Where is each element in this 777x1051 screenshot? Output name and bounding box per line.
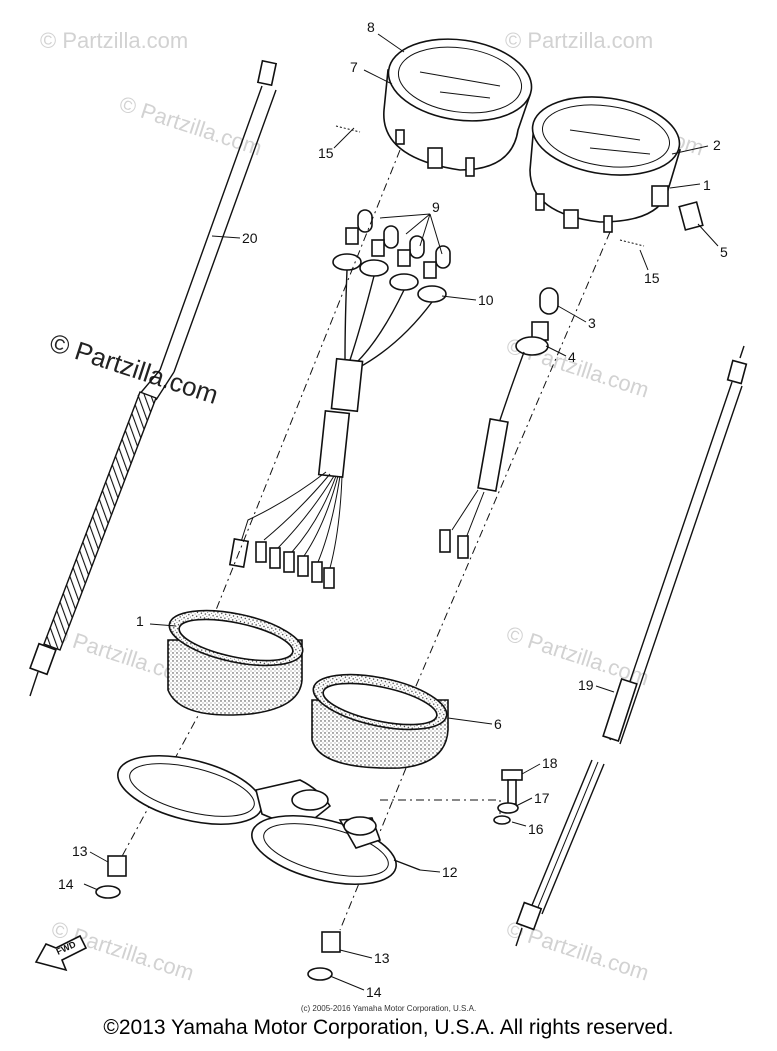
- leader-lines: [83, 33, 719, 991]
- callout-12: 12: [442, 864, 458, 880]
- indicator-lamp-assembly: [439, 287, 559, 559]
- callout-18: 18: [542, 755, 558, 771]
- wiring-harness: [228, 269, 433, 589]
- callouts: 20 8 7 15 2 1 5 15 9 10 3 4 1 6 19 18 17…: [58, 19, 728, 1000]
- callout-9: 9: [432, 199, 440, 215]
- callout-13: 13: [72, 843, 88, 859]
- callout-2: 2: [713, 137, 721, 153]
- callout-15: 15: [644, 270, 660, 286]
- callout-14: 14: [366, 984, 382, 1000]
- watermark: © Partzilla.com: [505, 28, 653, 53]
- callout-10: 10: [478, 292, 494, 308]
- callout-19: 19: [578, 677, 594, 693]
- watermark: © Partzilla.com: [46, 327, 222, 410]
- callout-3: 3: [588, 315, 596, 331]
- hardware: [95, 125, 645, 981]
- callout-6: 6: [494, 716, 502, 732]
- meter-bracket: [117, 755, 421, 885]
- callout-7: 7: [350, 59, 358, 75]
- tachometer-gauge: [529, 96, 704, 233]
- callout-5: 5: [720, 244, 728, 260]
- speedometer-gauge: [383, 38, 533, 177]
- watermark: © Partzilla.com: [40, 28, 188, 53]
- callout-8: 8: [367, 19, 375, 35]
- copyright-notice: ©2013 Yamaha Motor Corporation, U.S.A. A…: [103, 1016, 674, 1039]
- callout-11: 1: [136, 613, 144, 629]
- callout-1: 1: [703, 177, 711, 193]
- tachometer-cable: [515, 345, 748, 947]
- callout-17: 17: [534, 790, 550, 806]
- speedometer-cable: [29, 59, 278, 697]
- watermark: © Partzilla.com: [116, 91, 265, 161]
- callout-20: 20: [242, 230, 258, 246]
- image-copyright: (c) 2005-2016 Yamaha Motor Corporation, …: [300, 1004, 477, 1013]
- callout-14: 14: [58, 876, 74, 892]
- callout-15: 15: [318, 145, 334, 161]
- callout-13: 13: [374, 950, 390, 966]
- callout-4: 4: [568, 349, 576, 365]
- gauge-covers: [167, 609, 449, 769]
- callout-16: 16: [528, 821, 544, 837]
